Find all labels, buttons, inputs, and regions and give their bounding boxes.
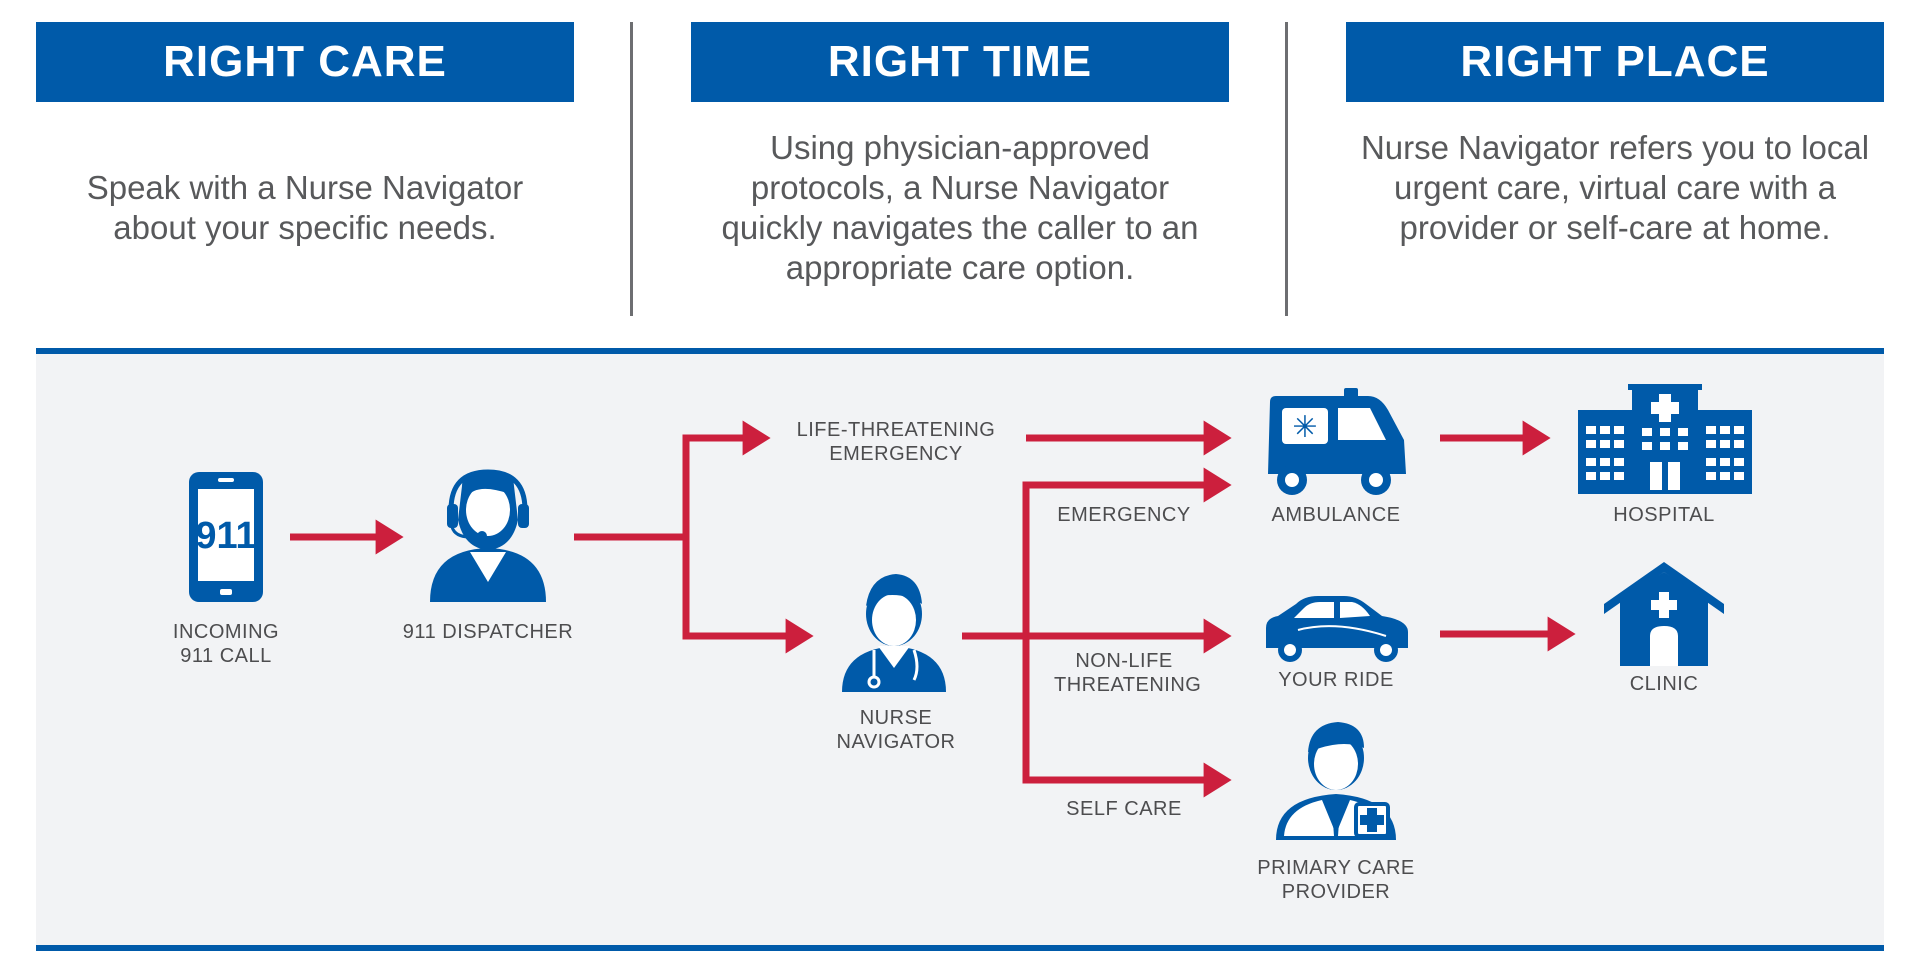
dispatcher-icon — [430, 469, 546, 602]
phone-911-text: 911 — [195, 515, 256, 557]
arrow-dispatcher-to-nurse — [682, 537, 814, 654]
right-care-text: Speak with a Nurse Navigator about your … — [86, 169, 524, 246]
clinic-label: CLINIC — [1629, 673, 1699, 695]
nurse-icon — [842, 574, 946, 692]
hospital-label: HOSPITAL — [1613, 504, 1715, 526]
ambulance-icon: ✳ — [1268, 388, 1406, 495]
arrow-self-care — [1022, 636, 1232, 798]
doctor-icon — [1276, 722, 1396, 840]
right-care-title: RIGHT CARE — [36, 22, 574, 102]
right-care-column: RIGHT CARE Speak with a Nurse Navigator … — [36, 22, 574, 248]
right-place-column: RIGHT PLACE Nurse Navigator refers you t… — [1346, 22, 1884, 248]
clinic-icon — [1604, 562, 1724, 666]
nurse-navigator-label: NURSE NAVIGATOR — [836, 707, 956, 753]
ambulance-label: AMBULANCE — [1271, 504, 1401, 526]
emergency-label: EMERGENCY — [1057, 504, 1191, 526]
primary-care-provider-label: PRIMARY CARE PROVIDER — [1257, 857, 1415, 903]
hospital-icon — [1578, 384, 1752, 494]
your-ride-label: YOUR RIDE — [1278, 669, 1394, 691]
dispatcher-label: 911 DISPATCHER — [402, 621, 574, 643]
car-icon — [1266, 596, 1408, 662]
care-flow-panel — [36, 348, 1884, 951]
right-time-title: RIGHT TIME — [691, 22, 1229, 102]
self-care-label: SELF CARE — [1066, 798, 1182, 820]
svg-text:✳: ✳ — [1292, 410, 1317, 445]
right-time-column: RIGHT TIME Using physician-approved prot… — [691, 22, 1229, 288]
arrow-dispatcher-branch — [574, 420, 771, 541]
life-threatening-label: LIFE-THREATENING EMERGENCY — [796, 419, 996, 465]
column-divider — [1285, 22, 1288, 316]
right-place-title: RIGHT PLACE — [1346, 22, 1884, 102]
non-life-threatening-label: NON-LIFE THREATENING — [1054, 650, 1202, 696]
incoming-call-label: INCOMING 911 CALL — [172, 621, 280, 667]
column-divider — [630, 22, 633, 316]
phone-icon: 911 — [189, 472, 263, 602]
right-time-text: Using physician-approved protocols, a Nu… — [721, 129, 1199, 286]
right-place-text: Nurse Navigator refers you to local urge… — [1360, 129, 1870, 246]
arrow-emergency — [1022, 467, 1232, 636]
